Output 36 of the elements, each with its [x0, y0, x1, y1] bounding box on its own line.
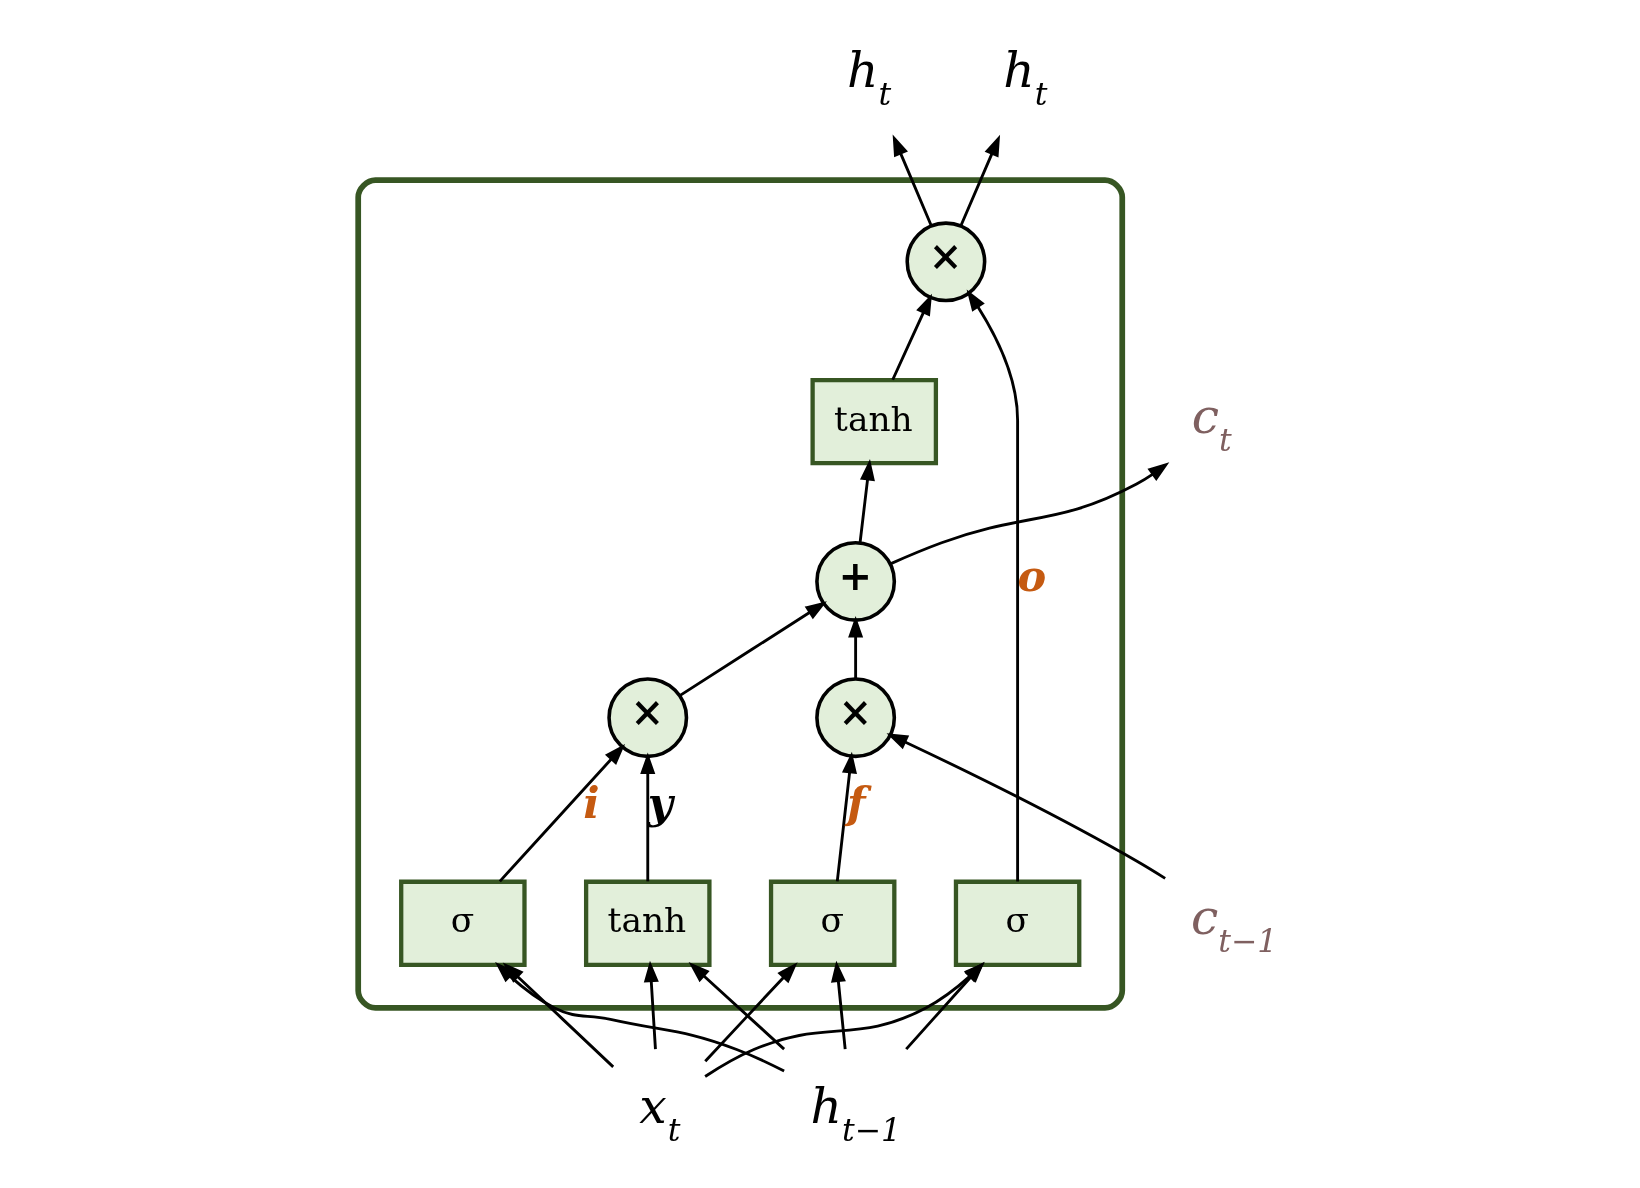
node-text: c$_{t}$ — [1191, 387, 1232, 458]
node-text: h$_{t}$ — [846, 42, 891, 113]
edge-label: i — [582, 777, 600, 828]
arrow — [498, 743, 625, 883]
edge-label: y — [647, 777, 673, 828]
node-circle: × — [606, 677, 688, 759]
arrow — [830, 960, 847, 1050]
node-box: tanh — [583, 879, 712, 968]
arrow — [835, 751, 857, 882]
node-text: c$_{t−1}$ — [1190, 889, 1277, 960]
arrow — [966, 289, 1019, 882]
edge-label: o — [1017, 550, 1046, 601]
node-text: h$_{t}$ — [1002, 42, 1047, 113]
arrow — [639, 752, 655, 882]
arrow — [892, 134, 932, 227]
node-text: x$_{t}$ — [638, 1077, 681, 1148]
node-circle: × — [814, 677, 896, 759]
arrow — [502, 962, 614, 1068]
arrow — [643, 960, 659, 1050]
node-box: σ — [768, 879, 896, 968]
arrow — [678, 601, 827, 697]
arrow — [958, 134, 1000, 227]
arrow — [890, 293, 932, 381]
node-text: h$_{t−1}$ — [809, 1077, 901, 1148]
arrow — [889, 462, 1169, 566]
node-circle: × — [904, 221, 986, 303]
node-circle: + — [814, 540, 896, 622]
cluster — [354, 177, 1125, 1011]
arrow — [688, 962, 785, 1051]
arrow — [703, 962, 798, 1063]
arrow — [847, 616, 863, 679]
arrow — [858, 459, 875, 543]
node-box: σ — [953, 879, 1081, 968]
node-box: tanh — [809, 377, 938, 466]
arrow — [886, 733, 1166, 880]
node-box: σ — [398, 879, 527, 968]
